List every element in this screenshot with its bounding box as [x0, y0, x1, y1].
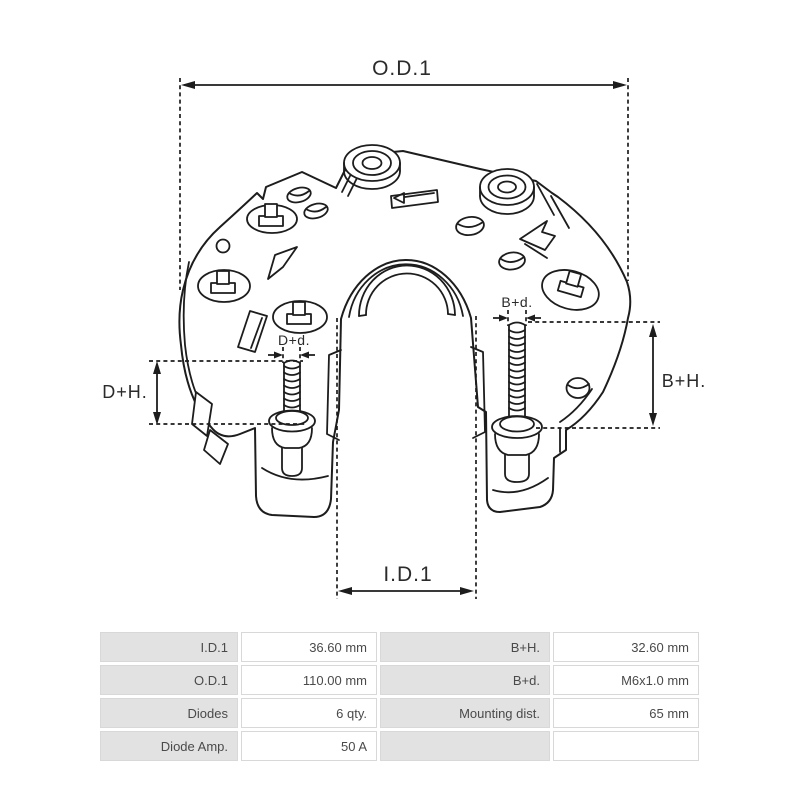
central-collar [326, 263, 486, 441]
diode [272, 300, 328, 334]
spec-label-cell: I.D.1 [100, 632, 238, 662]
dimension-label-od1: O.D.1 [372, 57, 432, 80]
diode [246, 203, 298, 234]
spec-label-cell: B+H. [380, 632, 550, 662]
dimension-id1: I.D.1 [336, 316, 477, 599]
spec-value-cell: 50 A [241, 731, 377, 761]
dimension-label-bd: B+d. [501, 294, 532, 310]
dimension-bh: B+H. [528, 321, 707, 429]
diode [197, 269, 251, 303]
dimension-label-id1: I.D.1 [383, 563, 432, 586]
cast-arrow-marks [267, 220, 556, 280]
dimension-dd: D+d. [268, 332, 315, 363]
dimension-od1: O.D.1 [179, 57, 629, 290]
dimension-dh: D+H. [102, 360, 307, 425]
dimension-label-bh: B+H. [662, 371, 707, 391]
stud-left [268, 359, 316, 477]
spec-label-cell: Diode Amp. [100, 731, 238, 761]
spec-value-cell: 36.60 mm [241, 632, 377, 662]
spec-value-cell: 110.00 mm [241, 665, 377, 695]
spec-value-cell: 65 mm [553, 698, 699, 728]
stud-right [491, 321, 543, 483]
vent-ovals [215, 186, 591, 399]
spec-value-cell: 32.60 mm [553, 632, 699, 662]
spec-value-cell [553, 731, 699, 761]
spec-label-cell: Diodes [100, 698, 238, 728]
terminal-ring-right [479, 168, 535, 215]
mounting-lug-left [261, 467, 329, 481]
seam-right [536, 183, 555, 216]
diode [541, 269, 600, 311]
dimension-label-dd: D+d. [278, 332, 310, 348]
rectifier-technical-drawing: O.D.1 I.D.1 D+H. B+H. [102, 57, 707, 599]
spec-label-cell: Mounting dist. [380, 698, 550, 728]
mounting-lug-right [492, 427, 561, 494]
terminal-slot [390, 189, 439, 209]
spec-value-cell: 6 qty. [241, 698, 377, 728]
spec-label-cell: B+d. [380, 665, 550, 695]
spec-label-cell: O.D.1 [100, 665, 238, 695]
spec-value-cell: M6x1.0 mm [553, 665, 699, 695]
slanted-slot [237, 310, 268, 353]
spec-label-cell [380, 731, 550, 761]
spec-table: I.D.1 36.60 mm B+H. 32.60 mm O.D.1 110.0… [100, 632, 701, 761]
terminal-ring-left [343, 144, 401, 190]
dimension-bd: B+d. [493, 294, 541, 326]
dimension-label-dh: D+H. [102, 382, 148, 402]
